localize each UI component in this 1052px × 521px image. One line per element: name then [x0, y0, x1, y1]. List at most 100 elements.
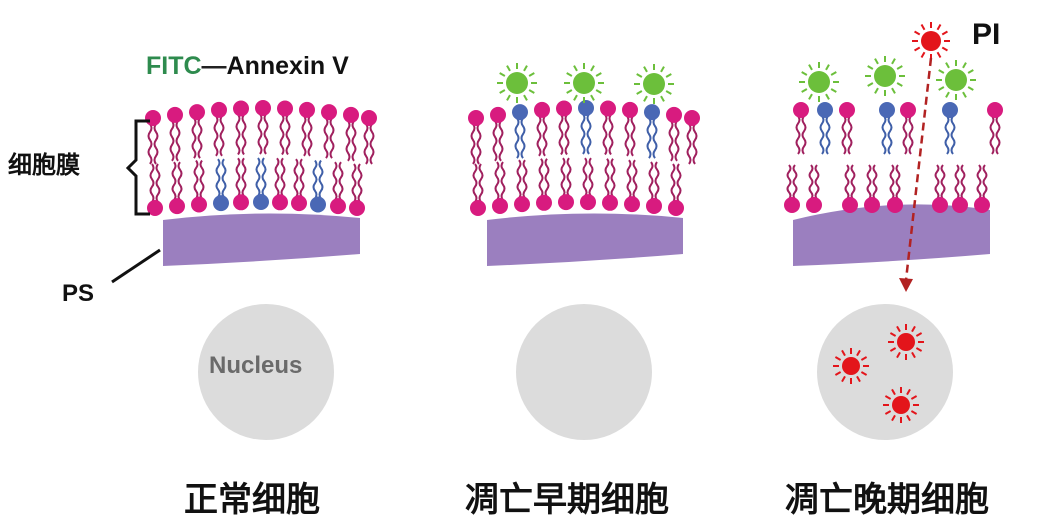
lipid-tail	[626, 159, 632, 199]
lipid-tail	[274, 157, 280, 197]
ps-tail	[312, 159, 318, 200]
lipid-tail	[257, 113, 263, 155]
ps-tail	[586, 113, 592, 155]
lipid-head	[167, 106, 183, 123]
lipid-tail	[976, 164, 982, 200]
pi-nuclear-stain	[833, 348, 869, 384]
lipid-head	[839, 102, 855, 118]
ps-tail	[520, 117, 526, 159]
lipid-tail	[847, 115, 853, 155]
pointer-layer	[111, 57, 933, 292]
lipid-tail	[175, 120, 181, 162]
lipid-head	[145, 110, 161, 126]
lipid-head	[490, 106, 506, 123]
lipid-tail	[954, 164, 960, 200]
lipid-tail	[363, 123, 369, 165]
lipid-tail	[472, 163, 478, 203]
lipid-tail	[960, 164, 966, 200]
lipid-tail	[564, 113, 570, 156]
lipid-tail	[814, 164, 820, 200]
ps-tail	[215, 158, 221, 198]
lipid-tail	[492, 120, 498, 162]
lipid-tail	[866, 164, 872, 200]
lipid-tail	[670, 163, 676, 203]
lipid-tail	[786, 164, 792, 200]
lipid-tail	[241, 113, 247, 156]
lipid-head	[534, 101, 550, 118]
ps-tail	[881, 115, 887, 155]
lipid-tail	[171, 161, 177, 201]
ps-head	[512, 104, 528, 121]
lipid-tail	[602, 113, 608, 156]
lipid-tail	[624, 115, 630, 157]
lipid-head	[189, 104, 205, 121]
lipid-tail	[934, 164, 940, 200]
lipid-head	[793, 102, 809, 118]
ps-tail	[221, 158, 227, 198]
pi-entry-arrow	[904, 57, 933, 281]
lipid-tail	[889, 164, 895, 200]
lipid-tail	[191, 117, 197, 159]
lipid-tail	[850, 164, 856, 200]
lipid-head	[291, 195, 307, 212]
lipid-tail	[235, 157, 241, 197]
lipid-head	[624, 196, 640, 213]
lipid-tail	[995, 115, 1001, 155]
lipid-head	[343, 106, 359, 123]
lipid-tail	[522, 159, 528, 199]
lipid-tail	[982, 164, 988, 200]
lipid-tail	[155, 163, 161, 203]
lipid-tail	[841, 115, 847, 155]
lipid-head	[600, 100, 616, 117]
annexin-v-marker	[865, 56, 905, 96]
lipid-tail	[369, 123, 375, 165]
lipid-head	[470, 200, 486, 216]
lipid-head	[330, 198, 346, 215]
lipid-tail	[844, 164, 850, 200]
lipid-tail	[630, 115, 636, 157]
lipid-tail	[338, 161, 344, 201]
lipid-tail	[582, 157, 588, 197]
lipid-tail	[345, 120, 351, 162]
lipid-head	[952, 197, 968, 213]
lipid-tail	[498, 120, 504, 162]
lipid-tail	[542, 115, 548, 157]
lipid-tail	[692, 123, 698, 165]
lipid-tail	[632, 159, 638, 199]
caption-normal-cell: 正常细胞	[184, 480, 320, 520]
cytoplasm-layer	[163, 204, 990, 266]
lipid-head	[272, 194, 288, 211]
ps-head	[213, 195, 229, 212]
lipid-head	[169, 198, 185, 215]
lipid-head	[842, 197, 858, 213]
membrane-bracket	[125, 119, 150, 216]
lipid-tail	[872, 164, 878, 200]
lipid-tail	[494, 161, 500, 201]
lipid-tail	[538, 158, 544, 198]
lipid-tail	[307, 115, 313, 157]
annexin-label: Annexin V	[226, 52, 349, 80]
lipid-head	[147, 200, 163, 216]
lipid-tail	[301, 115, 307, 157]
ps-tail	[261, 157, 267, 197]
lipid-tail	[478, 163, 484, 203]
nucleus-label: Nucleus	[209, 352, 303, 379]
ps-head	[578, 100, 594, 116]
lipid-tail	[940, 164, 946, 200]
cytoplasm-normal	[163, 213, 360, 266]
lipid-tail	[676, 163, 682, 203]
ps-tail	[580, 113, 586, 155]
lipid-head	[668, 200, 684, 216]
lipid-tail	[588, 157, 594, 197]
caption-early-apoptosis: 凋亡早期细胞	[465, 480, 669, 520]
ps-head	[942, 102, 958, 118]
lipid-head	[666, 106, 682, 123]
cytoplasm-late	[793, 204, 990, 266]
lipid-tail	[795, 115, 801, 155]
nucleus-early	[516, 304, 652, 440]
ps-tail	[646, 117, 652, 159]
lipid-tail	[293, 158, 299, 198]
lipid-tail	[329, 117, 335, 159]
ps-tail	[514, 117, 520, 159]
